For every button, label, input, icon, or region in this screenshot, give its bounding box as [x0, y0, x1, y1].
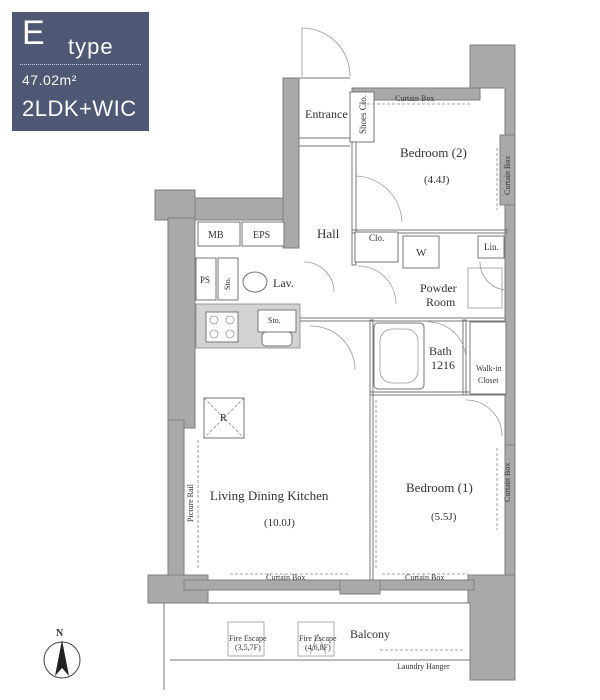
walkin-closet-box: [469, 321, 507, 395]
door-swing-powder: [479, 261, 509, 291]
wall-bottom: [183, 579, 475, 591]
label-bedroom1-name: Bedroom (1): [406, 480, 473, 495]
bathtub: [373, 322, 425, 390]
wall-left-lower: [167, 419, 185, 581]
wall-entrance-left: [282, 77, 300, 249]
label-ldk-name: Living Dining Kitchen: [210, 488, 329, 503]
label-eps: EPS: [253, 230, 270, 241]
label-closet: Clo.: [369, 233, 384, 243]
label-refrigerator: R: [220, 413, 227, 424]
label-compass-n: N: [56, 628, 64, 639]
mb-box: [197, 221, 241, 247]
type-badge: E type 47.02m² 2LDK+WIC: [12, 12, 149, 131]
partition-bedroom2-bottom: [351, 229, 508, 234]
door-swing-lav: [303, 261, 335, 293]
door-swing-entrance: [301, 27, 351, 77]
lav-storage-box: [217, 257, 239, 301]
door-swing-walkin: [465, 399, 503, 437]
label-curtain-box-bottom-right: Curtain Box: [405, 573, 444, 582]
partition-ldk-bedroom1: [369, 319, 374, 581]
label-powder-room-2: Room: [426, 295, 456, 309]
wall-mb-top: [194, 197, 291, 221]
wall-bottom-mid-column: [339, 579, 381, 595]
label-shoes-closet: Shoes Clo.: [358, 95, 368, 134]
badge-type-word: type: [68, 34, 114, 59]
label-walkin-1: Walk-in: [476, 364, 502, 373]
label-curtain-box-bottom-left: Curtain Box: [266, 573, 305, 582]
cooktop: [205, 311, 239, 343]
label-walkin-2: Closet: [478, 376, 499, 385]
badge-area: 47.02m²: [22, 72, 77, 88]
label-curtain-box-right-lower: Curtain Box: [503, 463, 512, 502]
eps-box: [241, 221, 285, 247]
label-bath-1: Bath: [429, 344, 452, 358]
label-picture-rail: Picture Rail: [186, 483, 195, 522]
label-ps: PS: [200, 275, 210, 285]
compass-arrow-icon: [55, 640, 69, 676]
badge-layout: 2LDK+WIC: [22, 96, 137, 121]
shoes-closet-box: [349, 91, 375, 143]
label-fire-escape-right-title: Fire Escape: [299, 634, 337, 643]
wall-bottom-right-column: [467, 574, 516, 681]
label-bedroom1-size: (5.5J): [431, 511, 457, 523]
label-storage-kitchen: Sto.: [268, 316, 281, 325]
label-fire-escape-left-floors: (3,5,7F): [235, 643, 261, 652]
toilet-bowl: [242, 271, 268, 293]
label-mb: MB: [208, 230, 224, 241]
label-linen: Lin.: [484, 242, 499, 252]
wall-left-upper: [167, 217, 196, 429]
label-bedroom2-size: (4.4J): [424, 174, 450, 186]
door-swing-bath: [427, 321, 467, 361]
label-fire-escape-right-floors: (4,6,8F): [305, 643, 331, 652]
label-washer: W: [416, 247, 427, 259]
label-balcony: Balcony: [350, 627, 390, 641]
ps-box: [195, 257, 217, 301]
label-bath-2: 1216: [431, 358, 455, 372]
partition-kitchen-line: [194, 317, 506, 322]
label-ldk-size: (10.0J): [264, 517, 295, 529]
fire-escape-left-hatch: [227, 621, 265, 657]
label-bedroom2-name: Bedroom (2): [400, 145, 467, 160]
label-hall: Hall: [317, 226, 340, 241]
washer-box: [402, 235, 440, 269]
badge-divider: [20, 64, 141, 65]
label-lav: Lav.: [273, 276, 294, 290]
label-storage-small: Sto.: [223, 277, 232, 290]
label-curtain-box-right-upper: Curtain Box: [503, 156, 512, 195]
label-powder-room-1: Powder: [420, 281, 457, 295]
label-curtain-box-top: Curtain Box: [395, 94, 434, 103]
label-fire-escape-left-title: Fire Escape: [229, 634, 267, 643]
fire-escape-right-hatch: [297, 621, 335, 657]
linen-box: [477, 235, 505, 259]
wall-upper-left-cap: [154, 189, 196, 221]
badge-type-letter: E: [22, 14, 45, 52]
door-swing-ldk: [309, 325, 356, 371]
kitchen-sink: [261, 331, 293, 347]
label-entrance: Entrance: [305, 107, 348, 121]
closet-box: [354, 231, 399, 263]
label-laundry-hanger: Laundry Hanger: [397, 662, 450, 671]
door-swing-hall: [357, 265, 397, 305]
door-swing-bedroom2: [355, 175, 403, 223]
